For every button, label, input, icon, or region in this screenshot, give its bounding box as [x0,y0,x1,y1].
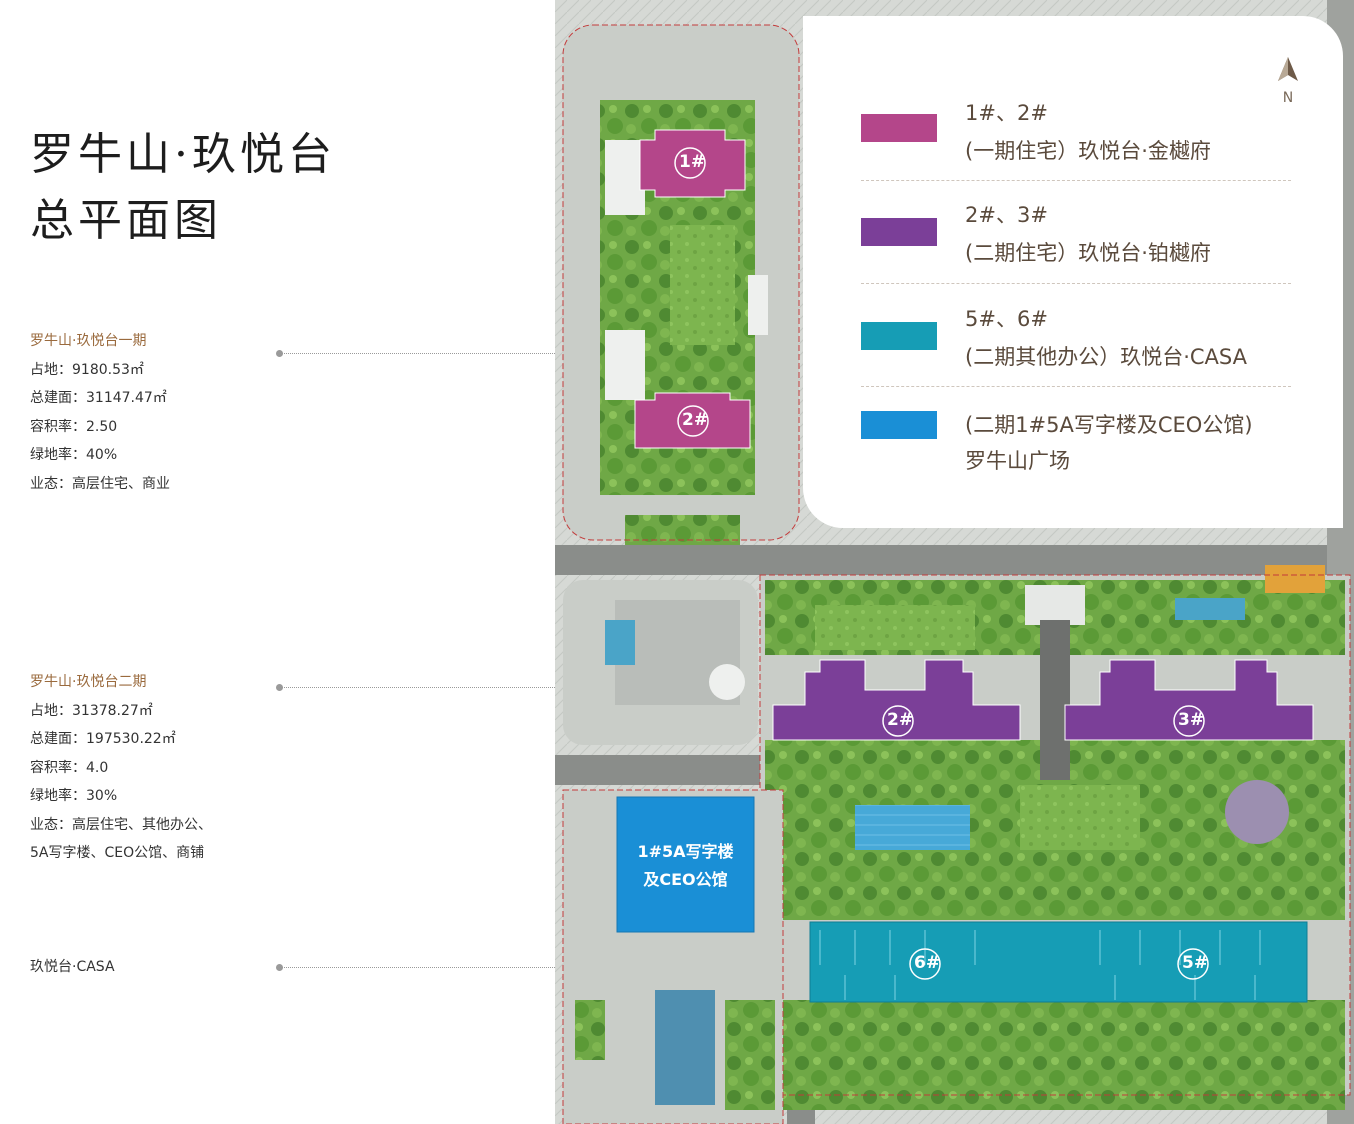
legend-swatch [861,411,937,439]
phase2-row: 容积率：4.0 [30,759,109,776]
phase1-row: 总建面：31147.47㎡ [30,390,167,406]
title-line-2: 总平面图 [30,195,222,246]
phase2-row: 5A写字楼、CEO公馆、商铺 [30,845,205,861]
tag-building-2-phase1: 2# [682,410,709,430]
legend-swatch [861,114,937,142]
phase1-row: 占地：9180.53㎡ [30,361,144,378]
phase2-row: 绿地率：30% [30,788,118,804]
phase1-row: 业态：高层住宅、商业 [30,475,170,492]
page-title: 罗牛山·玖悦台 总平面图 [30,122,336,254]
leader-dot [276,684,283,691]
phase2-leader-line [276,684,555,691]
tag-office-line-2: 及CEO公馆 [643,870,728,889]
legend-item: 1#、2# (一期住宅）玖悦台·金樾府 [861,94,1291,174]
legend-item: 2#、3# (二期住宅）玖悦台·铂樾府 [861,196,1291,276]
north-arrow-icon [1278,57,1298,81]
legend-item-line-2: (二期住宅）玖悦台·铂樾府 [965,241,1211,265]
phase2-row: 占地：31378.27㎡ [30,702,153,719]
legend-swatch [861,322,937,350]
tag-building-2-phase2: 2# [887,710,914,730]
legend-divider [861,386,1291,387]
tag-building-6: 6# [914,953,941,973]
tag-office-line-1: 1#5A写字楼 [637,842,734,861]
legend-item-line-2: (一期住宅）玖悦台·金樾府 [965,139,1211,163]
leader-dot [276,350,283,357]
phase1-info: 罗牛山·玖悦台一期 占地：9180.53㎡ 总建面：31147.47㎡ 容积率：… [30,327,170,498]
phase1-row: 绿地率：40% [30,447,118,463]
legend-swatch [861,218,937,246]
building-1-phase1 [639,129,746,198]
tag-building-5: 5# [1182,953,1209,973]
phase2-row: 业态：高层住宅、其他办公、 [30,816,212,833]
legend-divider [861,180,1291,181]
legend-item-line-1: 2#、3# [965,203,1048,227]
building-casa-5-6 [809,921,1308,1003]
building-2-phase1 [634,392,751,449]
building-office-5a [616,796,755,933]
compass-label: N [1282,90,1294,106]
title-line-1: 罗牛山·玖悦台 [30,129,336,180]
phase2-head: 罗牛山·玖悦台二期 [30,674,147,690]
map-legend: N 1#、2# (一期住宅）玖悦台·金樾府 2#、3# (二期住宅）玖悦台·铂樾… [803,16,1343,528]
legend-item-line-1: (二期1#5A写字楼及CEO公馆) [965,413,1253,437]
legend-item-line-2: 罗牛山广场 [965,449,1070,473]
legend-item: 5#、6# (二期其他办公）玖悦台·CASA [861,300,1291,380]
building-2-phase2 [772,659,1021,741]
legend-item-line-1: 1#、2# [965,101,1048,125]
tag-building-1: 1# [679,152,706,172]
legend-item-line-2: (二期其他办公）玖悦台·CASA [965,345,1247,369]
phase1-head: 罗牛山·玖悦台一期 [30,333,147,349]
phase1-row: 容积率：2.50 [30,418,118,435]
tag-office: 1#5A写字楼 及CEO公馆 [617,838,754,894]
casa-label: 玖悦台·CASA [30,959,115,975]
casa-leader-line [276,964,555,971]
phase2-row: 总建面：197530.22㎡ [30,731,176,747]
building-3-phase2 [1064,659,1314,741]
north-compass: N [1273,56,1303,126]
phase2-info: 罗牛山·玖悦台二期 占地：31378.27㎡ 总建面：197530.22㎡ 容积… [30,668,212,868]
phase1-leader-line [276,350,565,357]
legend-divider [861,283,1291,284]
legend-item-line-1: 5#、6# [965,307,1048,331]
tag-building-3: 3# [1178,710,1205,730]
leader-dot [276,964,283,971]
legend-item: (二期1#5A写字楼及CEO公馆) 罗牛山广场 [861,406,1291,486]
